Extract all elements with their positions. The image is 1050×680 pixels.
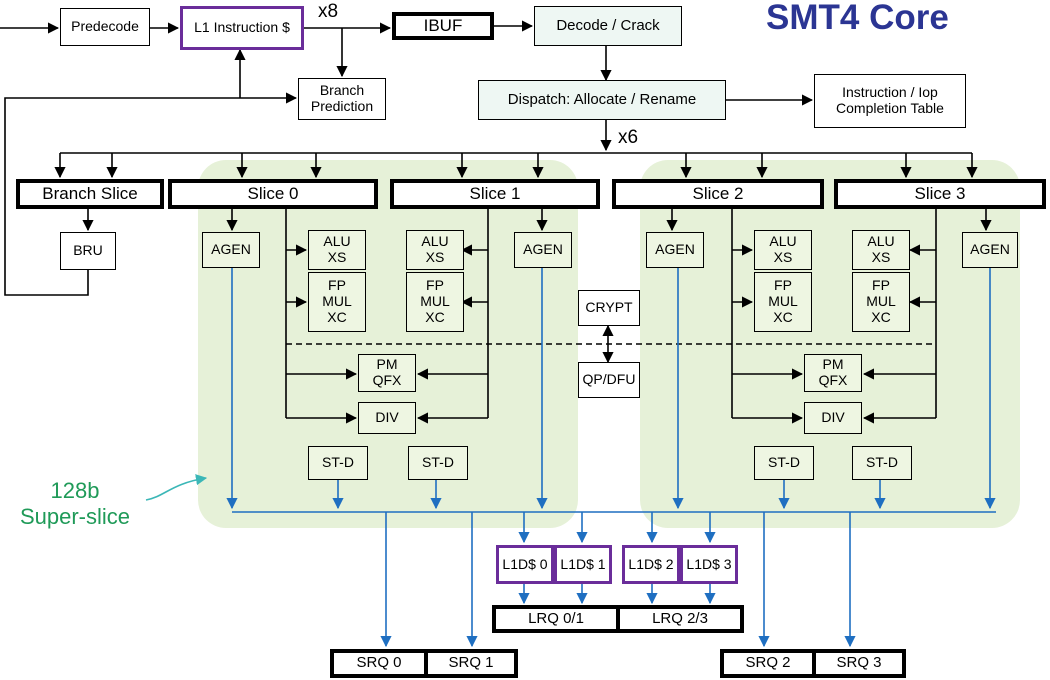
slice-1-fp-box: FP MUL XC (406, 272, 464, 332)
left-pm-qfx-box: PM QFX (358, 354, 416, 392)
crypt-box: CRYPT (578, 290, 640, 326)
l1-instruction-cache-box: L1 Instruction $ (180, 6, 304, 50)
l1d-cache-3-box: L1D$ 3 (680, 545, 738, 584)
slice-2-fp-box: FP MUL XC (754, 272, 812, 332)
lrq-2-3-box: LRQ 2/3 (616, 605, 744, 633)
l1d-cache-0-box: L1D$ 0 (496, 545, 554, 584)
branch-slice-box: Branch Slice (16, 179, 164, 209)
l1d-cache-1-box: L1D$ 1 (554, 545, 612, 584)
dispatch-width-label: x6 (618, 127, 639, 148)
slice-3-alu-box: ALU XS (852, 230, 910, 270)
right-div-box: DIV (804, 402, 862, 434)
srq-3-box: SRQ 3 (812, 649, 906, 678)
slice-3-box: Slice 3 (834, 179, 1046, 209)
slice-3-agen-box: AGEN (962, 232, 1018, 268)
srq-0-box: SRQ 0 (330, 649, 428, 678)
slice-0-st-d-box: ST-D (308, 446, 368, 480)
slice-1-agen-box: AGEN (514, 232, 572, 268)
slice-0-box: Slice 0 (168, 179, 378, 209)
slice-1-alu-box: ALU XS (406, 230, 464, 270)
lrq-0-1-box: LRQ 0/1 (492, 605, 620, 633)
l1d-cache-2-box: L1D$ 2 (622, 545, 680, 584)
srq-1-box: SRQ 1 (424, 649, 518, 678)
slice-0-alu-box: ALU XS (308, 230, 366, 270)
superslice-label: 128b Super-slice (19, 478, 131, 530)
slice-0-agen-box: AGEN (202, 232, 260, 268)
bru-box: BRU (60, 232, 116, 270)
slice-2-agen-box: AGEN (646, 232, 704, 268)
dispatch-rename-box: Dispatch: Allocate / Rename (478, 80, 726, 120)
slice-0-fp-box: FP MUL XC (308, 272, 366, 332)
slice-2-box: Slice 2 (612, 179, 824, 209)
superslice-pointer-arrow (145, 474, 208, 501)
left-div-box: DIV (358, 402, 416, 434)
ibuf-box: IBUF (392, 12, 494, 40)
diagram-title: SMT4 Core (766, 0, 949, 37)
fetch-width-label: x8 (318, 1, 339, 22)
branch-prediction-box: Branch Prediction (298, 78, 386, 120)
srq-2-box: SRQ 2 (720, 649, 816, 678)
right-pm-qfx-box: PM QFX (804, 354, 862, 392)
qp-dfu-box: QP/DFU (578, 362, 640, 398)
predecode-box: Predecode (60, 8, 150, 46)
completion-table-box: Instruction / Iop Completion Table (814, 74, 966, 128)
slice-3-fp-box: FP MUL XC (852, 272, 910, 332)
slice-3-st-d-box: ST-D (852, 446, 912, 480)
slice-1-st-d-box: ST-D (408, 446, 468, 480)
slice-1-box: Slice 1 (390, 179, 600, 209)
decode-crack-box: Decode / Crack (534, 6, 682, 46)
slice-2-alu-box: ALU XS (754, 230, 812, 270)
slice-2-st-d-box: ST-D (754, 446, 814, 480)
